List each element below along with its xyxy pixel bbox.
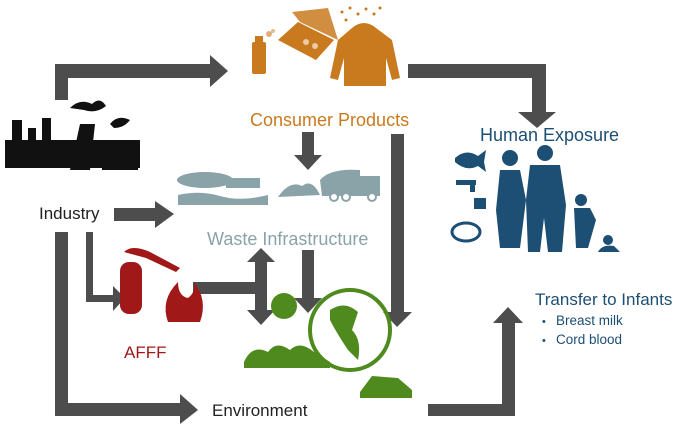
cup-icon bbox=[474, 198, 486, 209]
faucet-icon bbox=[456, 180, 476, 192]
arrow-afff-connector bbox=[193, 282, 255, 294]
arrow-industry-to-afff bbox=[86, 232, 125, 311]
consumer-products-label: Consumer Products bbox=[250, 110, 410, 130]
tractor-icon bbox=[360, 376, 412, 398]
family-icon bbox=[496, 145, 620, 252]
spray-can-icon bbox=[252, 29, 275, 74]
arrow-consumer-to-environment bbox=[383, 134, 412, 327]
arrow-consumer-to-waste bbox=[294, 132, 322, 170]
human-exposure-icons bbox=[450, 145, 620, 252]
list-item: Cord blood bbox=[542, 331, 623, 350]
afff-label: AFFF bbox=[124, 343, 167, 362]
transfer-to-infants-label: Transfer to Infants bbox=[535, 290, 673, 309]
fish-icon bbox=[455, 150, 486, 172]
waves-icon bbox=[244, 345, 330, 368]
human-exposure-label: Human Exposure bbox=[480, 125, 620, 145]
afff-icons bbox=[120, 248, 203, 322]
flame-icon bbox=[165, 282, 203, 322]
waste-infrastructure-icons bbox=[177, 169, 380, 205]
pizza-box-icon bbox=[278, 8, 338, 60]
sun-icon bbox=[271, 293, 297, 319]
arrow-consumer-to-human bbox=[408, 64, 556, 128]
rain-jacket-icon bbox=[330, 6, 400, 86]
consumer-products-icons bbox=[252, 6, 400, 86]
arrow-industry-to-environment bbox=[55, 232, 198, 424]
globe-icon bbox=[308, 288, 392, 372]
environment-icons bbox=[244, 288, 412, 398]
arrow-waste-to-environment bbox=[294, 250, 322, 313]
list-item: Breast milk bbox=[542, 312, 623, 331]
arrow-industry-to-consumer bbox=[55, 55, 228, 100]
wastewater-plant-icon bbox=[177, 172, 268, 205]
waste-infrastructure-label: Waste Infrastructure bbox=[207, 229, 369, 249]
landfill-icon bbox=[278, 183, 320, 197]
arrow-afff-waste-environment bbox=[247, 248, 275, 325]
garbage-truck-icon bbox=[320, 169, 380, 202]
industry-label: Industry bbox=[39, 204, 100, 223]
fire-extinguisher-icon bbox=[120, 248, 180, 314]
arrow-environment-to-human bbox=[428, 307, 523, 416]
transfer-to-infants-list: Breast milk Cord blood bbox=[542, 312, 623, 350]
arrows bbox=[55, 55, 556, 424]
factory-icon bbox=[5, 100, 140, 170]
environment-label: Environment bbox=[212, 401, 308, 420]
dust-mask-icon bbox=[450, 221, 482, 243]
arrow-industry-to-waste bbox=[114, 201, 174, 228]
